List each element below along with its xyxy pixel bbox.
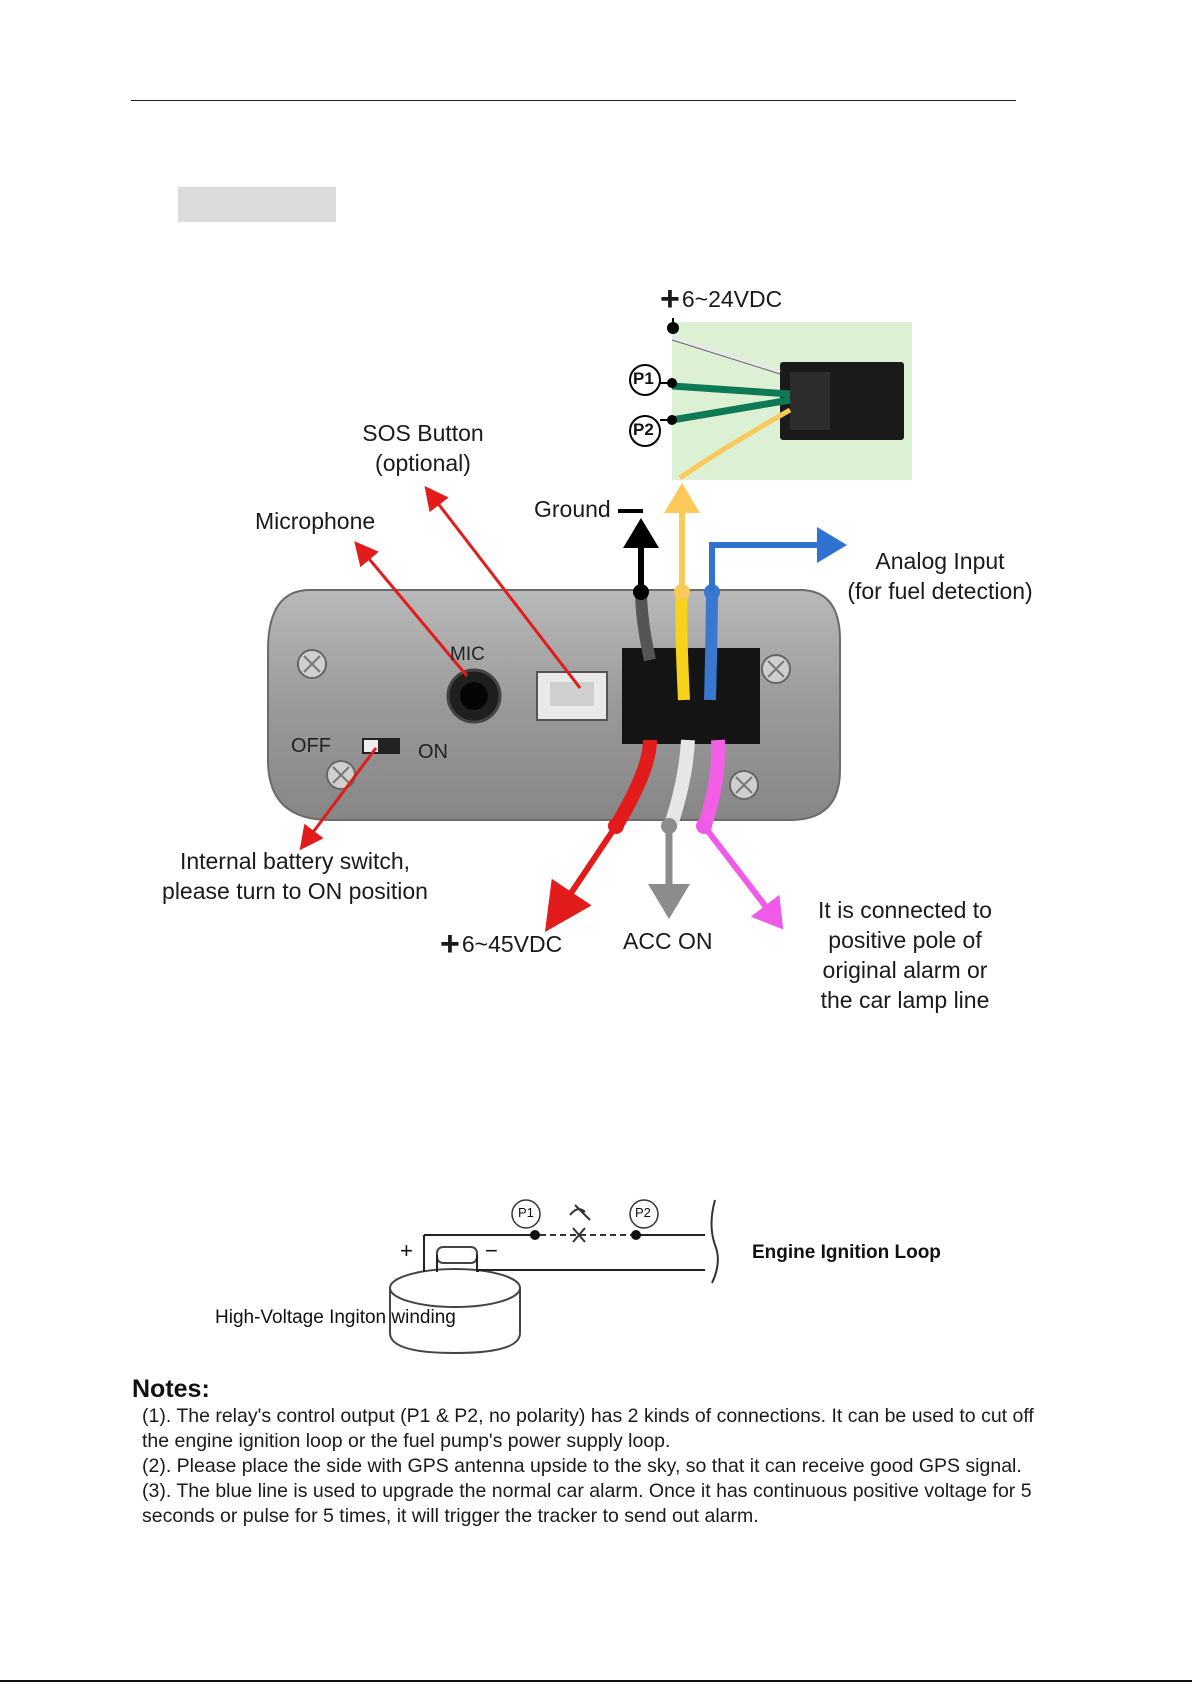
p1-marker bbox=[629, 364, 661, 396]
p1-circuit-marker bbox=[511, 1199, 541, 1229]
sos-pointer-arrow bbox=[424, 485, 582, 689]
relay-wire-white bbox=[671, 336, 781, 374]
label-ground: Ground bbox=[534, 496, 611, 522]
circuit-p1-label: P1 bbox=[518, 1205, 534, 1220]
switch-pointer-arrow bbox=[299, 747, 378, 851]
footer-rule bbox=[0, 1680, 1192, 1682]
wire-red bbox=[609, 739, 657, 832]
power45-arrow bbox=[544, 824, 619, 932]
relay-wire-yellow bbox=[678, 407, 792, 481]
label-battery-switch: Internal battery switch, please turn to … bbox=[162, 848, 428, 904]
label-power-45v: +6~45VDC bbox=[440, 925, 563, 963]
circuit-minus-label: − bbox=[485, 1238, 498, 1263]
note-line: seconds or pulse for 5 times, it will tr… bbox=[142, 1505, 759, 1527]
label-p2: P2 bbox=[633, 420, 654, 439]
p2-circuit-marker bbox=[629, 1199, 659, 1229]
header-rule bbox=[131, 100, 1016, 101]
label-off: OFF bbox=[291, 735, 331, 757]
note-line: the engine ignition loop or the fuel pum… bbox=[142, 1430, 671, 1452]
main-connector bbox=[622, 648, 760, 744]
notes-title: Notes: bbox=[132, 1375, 210, 1403]
label-mic-on-device: MIC bbox=[450, 644, 485, 665]
redacted-heading-box bbox=[178, 187, 336, 222]
wire-blue bbox=[704, 589, 718, 701]
scissors-icon bbox=[569, 1204, 591, 1221]
note-line: (1). The relay's control output (P1 & P2… bbox=[142, 1405, 1034, 1427]
mic-pointer-arrow bbox=[354, 541, 469, 677]
relay-wire-p1 bbox=[671, 382, 791, 398]
label-alarm-connection: It is connected to positive pole of orig… bbox=[818, 897, 992, 1013]
label-on: ON bbox=[418, 741, 448, 763]
analog-arrow bbox=[709, 527, 847, 592]
p2-marker bbox=[629, 415, 661, 447]
wire-yellow bbox=[675, 589, 690, 701]
label-p1: P1 bbox=[633, 369, 654, 388]
label-analog-input: Analog Input (for fuel detection) bbox=[847, 548, 1033, 604]
ignition-circuit bbox=[389, 1199, 719, 1355]
circuit-plus-label: + bbox=[400, 1238, 413, 1263]
label-microphone: Microphone bbox=[255, 508, 376, 534]
alarm-arrow bbox=[701, 824, 784, 930]
label-acc-on: ACC ON bbox=[623, 928, 713, 954]
note-line: (2). Please place the side with GPS ante… bbox=[142, 1455, 1022, 1477]
wire-pink bbox=[697, 739, 726, 831]
wire-white bbox=[663, 739, 695, 831]
label-sos-button: SOS Button (optional) bbox=[362, 420, 484, 476]
relay-wire-p2 bbox=[671, 396, 791, 424]
label-power-24v: +6~24VDC bbox=[660, 280, 783, 318]
circuit-winding-label: High-Voltage Ingiton winding bbox=[215, 1307, 456, 1328]
circuit-engine-loop-label: Engine Ignition Loop bbox=[752, 1242, 941, 1263]
note-line: (3). The blue line is used to upgrade th… bbox=[142, 1480, 1032, 1502]
circuit-p2-label: P2 bbox=[635, 1205, 651, 1220]
